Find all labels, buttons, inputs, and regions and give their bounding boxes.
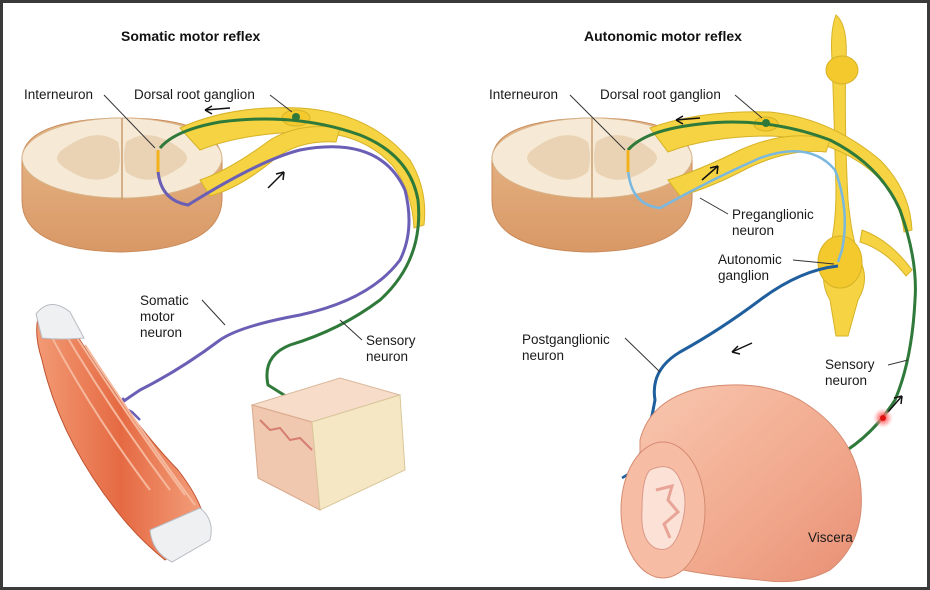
label-sensory-neuron-right: Sensory neuron xyxy=(825,357,875,388)
sympathetic-chain xyxy=(817,14,865,337)
title-somatic: Somatic motor reflex xyxy=(121,28,261,44)
label-dorsal-root-ganglion-right: Dorsal root ganglion xyxy=(600,87,721,102)
viscera xyxy=(620,384,862,583)
label-dorsal-root-ganglion-left: Dorsal root ganglion xyxy=(134,87,255,102)
label-viscera: Viscera xyxy=(808,530,853,545)
sensory-neuron-path-left xyxy=(158,117,421,407)
skin-block xyxy=(250,377,406,511)
leader-lines xyxy=(103,94,909,373)
title-autonomic: Autonomic motor reflex xyxy=(584,28,742,44)
label-sensory-neuron-left: Sensory neuron xyxy=(366,333,416,364)
label-preganglionic-neuron: Preganglionic neuron xyxy=(732,207,814,238)
sensory-neuron-path-right xyxy=(626,120,917,472)
preganglionic-neuron-path xyxy=(626,150,846,263)
label-interneuron-right: Interneuron xyxy=(489,87,559,102)
spinal-cord-left xyxy=(21,117,223,253)
somatic-motor-neuron-path xyxy=(117,145,411,407)
label-postganglionic-neuron: Postganglionic neuron xyxy=(522,332,610,363)
label-somatic-motor-neuron: Somatic motor neuron xyxy=(140,293,189,340)
label-interneuron-left: Interneuron xyxy=(24,87,94,102)
somatic-panel xyxy=(21,105,426,563)
autonomic-panel xyxy=(491,14,917,583)
label-autonomic-ganglion: Autonomic ganglion xyxy=(718,252,782,283)
skeletal-muscle xyxy=(35,304,212,563)
